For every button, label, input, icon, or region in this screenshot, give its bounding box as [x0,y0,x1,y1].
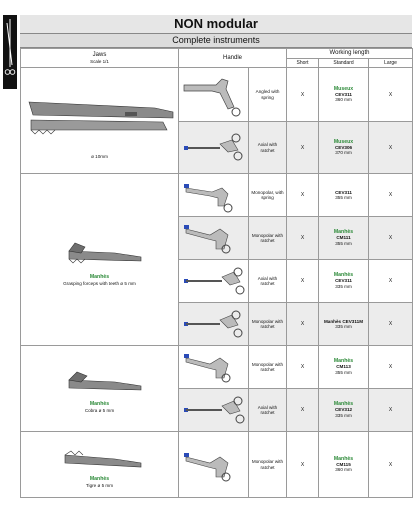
standard-value: Manhès CEV311 335 mm [318,259,370,303]
handle-label: Angled with spring [247,67,288,122]
tigre-jaw-image [64,450,141,468]
short-value: X [286,345,320,389]
jaw-caption: Grasping forceps with teeth ø 5 mm [63,280,136,286]
col-jaws: Jaws Scale 1/1 [20,48,179,68]
jaw-10mm-image [28,101,173,135]
standard-value: Manhès CM115 360 mm [318,431,370,498]
short-value: X [286,121,320,174]
handle-label: Monopolar with ratchet [247,345,288,389]
handle-image-cell [178,216,249,260]
grasping-forceps-image [67,242,141,264]
table-row: Axial with ratchet X Manhès CEV312 335 m… [21,388,414,432]
section-tab [3,15,17,89]
cobra-jaw-image [67,371,141,391]
standard-value: Manhès CM113 355 mm [318,345,370,389]
handle-image-cell [178,345,249,389]
col-large: Large [368,58,414,68]
standard-value: Manhès CEV312 335 mm [318,388,370,432]
axial-ratchet-handle-icon [183,267,244,295]
scissors-icon [4,19,16,75]
monopolar-ratchet-handle-icon [183,452,230,481]
handle-label: Monopolar with ratchet [247,216,288,260]
col-working-length: Working length [286,48,414,59]
table-row: Axial with ratchet X Museux CEV306 370 m… [21,121,414,174]
col-jaws-scale: Scale 1/1 [90,59,109,64]
short-value: X [286,216,320,260]
handle-label: Monopolar with ratchet [247,431,288,498]
large-value: X [368,173,414,217]
short-value: X [286,302,320,346]
jaw-caption: ø 10mm [91,153,108,159]
handle-image-cell [178,67,249,122]
col-handle: Handle [177,48,288,68]
short-value: X [286,259,320,303]
short-value: X [286,67,320,122]
monopolar-ratchet-handle-icon [183,225,230,254]
instrument-table: Jaws Scale 1/1 Handle Working length Sho… [20,48,414,498]
handle-image-cell [178,302,249,346]
table-row: Monopolar with ratchet X Manhès CM111 35… [21,216,414,260]
standard-value: Manhès CM111 355 mm [318,216,370,260]
monopolar-ratchet-handle-icon [183,354,230,383]
handle-image-cell [178,121,249,174]
jaw-brand: Manhès [89,274,110,280]
jaw-cell-10mm: ø 10mm [20,67,179,174]
standard-value: Manhès CEV311M 335 mm [318,302,370,346]
handle-image-cell [178,173,249,217]
jaw-caption: Cobra ø 5 mm [84,407,115,413]
handle-image-cell [178,431,249,498]
table-row: ø 10mm Angled with spring X Museux CEV31… [20,67,414,174]
table-row: Axial with ratchet X Manhès CEV311 335 m… [21,259,414,303]
monopolar-spring-handle-icon [183,184,232,213]
jaw-brand: Manhès [89,401,110,407]
col-standard: Standard [318,58,370,68]
large-value: X [368,431,414,498]
jaw-caption: Tigre ø 5 mm [85,482,114,488]
standard-value: Museux CEV311 360 mm [318,67,370,122]
large-value: X [368,259,414,303]
axial-ratchet-handle-icon [183,133,242,160]
standard-value: Museux CEV306 370 mm [318,121,370,174]
handle-image-cell [178,388,249,432]
standard-value: CEV311 355 mm [318,173,370,217]
short-value: X [286,388,320,432]
angled-spring-handle-icon [183,78,240,116]
col-short: Short [286,58,320,68]
handle-image-cell [178,259,249,303]
short-value: X [286,431,320,498]
table-row: Monopolar with ratchet X Manhès CEV311M … [21,302,414,346]
large-value: X [368,67,414,122]
large-value: X [368,216,414,260]
large-value: X [368,302,414,346]
large-value: X [368,121,414,174]
page-subtitle: Complete instruments [20,34,412,48]
large-value: X [368,345,414,389]
large-value: X [368,388,414,432]
handle-label: Monopolar with ratchet [247,302,288,346]
jaw-brand: Manhès [89,476,110,482]
short-value: X [286,173,320,217]
handle-label: Axial with ratchet [247,121,288,174]
handle-label: Monopolar, with spring [247,173,288,217]
monopolar-ratchet-handle-icon [183,310,242,338]
handle-label: Axial with ratchet [247,259,288,303]
page-title: NON modular [20,15,412,34]
axial-ratchet-handle-icon [183,396,244,424]
handle-label: Axial with ratchet [247,388,288,432]
